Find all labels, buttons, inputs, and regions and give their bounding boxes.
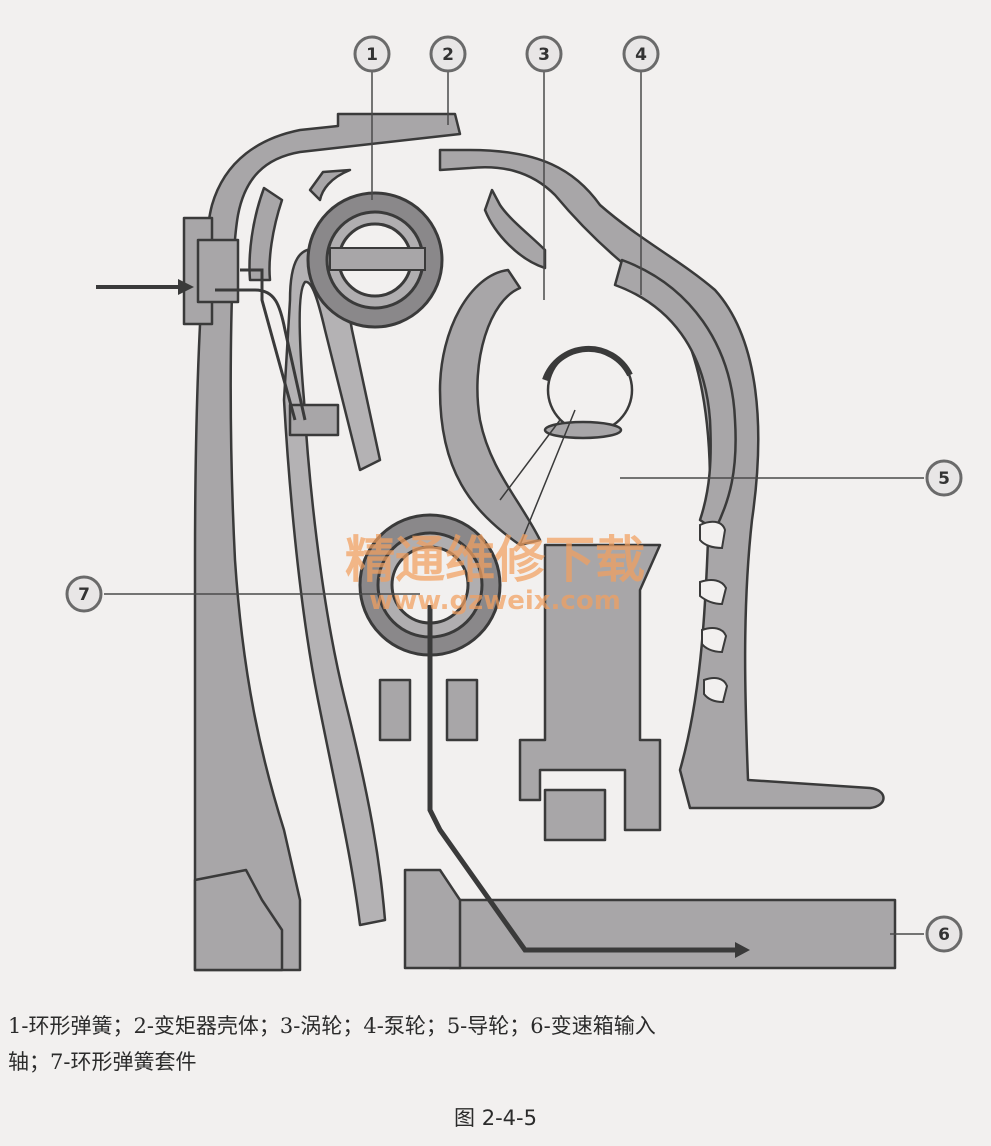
leader-lines bbox=[104, 70, 924, 935]
callout-3: 3 bbox=[525, 35, 563, 73]
figure-label: 图 2-4-5 bbox=[454, 1106, 537, 1130]
stator-clutch bbox=[542, 345, 634, 440]
watermark: 精通维修下载 www.gzweix.com bbox=[345, 531, 645, 616]
svg-text:精通维修下载: 精通维修下载 bbox=[345, 531, 645, 589]
callout-5: 5 bbox=[925, 459, 963, 497]
callout-7: 7 bbox=[65, 575, 103, 613]
callout-2: 2 bbox=[429, 35, 467, 73]
svg-text:2: 2 bbox=[442, 45, 454, 65]
svg-text:1: 1 bbox=[366, 45, 378, 65]
flow-paths bbox=[215, 268, 576, 546]
annular-spring-bottom bbox=[358, 513, 502, 657]
caption-line-1: 1-环形弹簧；2-变矩器壳体；3-涡轮；4-泵轮；5-导轮；6-变速箱输入 bbox=[8, 1014, 656, 1038]
callout-4: 4 bbox=[622, 35, 660, 73]
svg-text:6: 6 bbox=[938, 925, 950, 945]
svg-text:www.gzweix.com: www.gzweix.com bbox=[369, 586, 621, 616]
callout-6: 6 bbox=[925, 915, 963, 953]
callout-1: 1 bbox=[353, 35, 391, 73]
flow-arrows bbox=[96, 279, 750, 958]
figure-caption: 1-环形弹簧；2-变矩器壳体；3-涡轮；4-泵轮；5-导轮；6-变速箱输入 轴；… bbox=[8, 1008, 983, 1080]
stator-vanes bbox=[699, 520, 729, 704]
annular-spring-top bbox=[306, 191, 444, 329]
housing bbox=[182, 112, 897, 972]
torque-converter-diagram: 1 2 3 4 5 6 7 精通维修下载 www.gzweix.com bbox=[65, 35, 963, 972]
svg-text:7: 7 bbox=[78, 585, 90, 605]
svg-text:3: 3 bbox=[538, 45, 550, 65]
caption-line-2: 轴；7-环形弹簧套件 bbox=[8, 1050, 197, 1074]
svg-text:5: 5 bbox=[938, 469, 950, 489]
callout-markers: 1 2 3 4 5 6 7 bbox=[65, 35, 963, 953]
svg-text:4: 4 bbox=[635, 45, 647, 65]
